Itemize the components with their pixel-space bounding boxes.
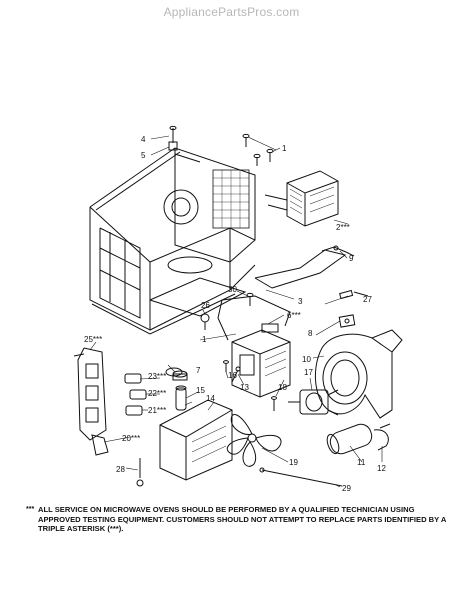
callout-22: 22*** xyxy=(148,389,166,398)
callout-16: 16 xyxy=(228,371,237,380)
callout-5: 5 xyxy=(141,151,146,160)
thermal-cutout xyxy=(165,367,183,377)
air-guide-3 xyxy=(254,249,347,289)
screw-4-5 xyxy=(168,125,178,151)
callout-30: 30 xyxy=(228,285,237,294)
callout-3: 3 xyxy=(298,297,303,306)
sensor-16 xyxy=(172,370,188,381)
door-lever-20 xyxy=(91,434,109,456)
callout-10: 10 xyxy=(302,355,311,364)
capacitor-clamp xyxy=(373,423,391,451)
callout-8: 8 xyxy=(308,329,313,338)
callout-23: 23*** xyxy=(148,372,166,381)
screw-18 xyxy=(271,396,277,411)
callout-4: 4 xyxy=(141,135,146,144)
magnetron xyxy=(231,323,291,398)
transformer xyxy=(264,170,339,227)
callout-11: 11 xyxy=(357,458,366,467)
callout-13: 13 xyxy=(240,383,249,392)
waveguide-bracket xyxy=(217,295,291,341)
interlock-switch-23 xyxy=(124,373,142,384)
oven-chassis xyxy=(89,147,256,335)
callout-2: 2*** xyxy=(336,223,350,232)
interlock-switch-22 xyxy=(129,389,147,400)
screw-16 xyxy=(223,360,229,372)
switch-assembly xyxy=(73,347,107,441)
callout-7: 7 xyxy=(196,366,201,375)
callout-21: 21*** xyxy=(148,406,166,415)
callout-17: 17 xyxy=(304,368,313,377)
screw-13 xyxy=(231,366,241,383)
callout-20: 20*** xyxy=(122,434,140,443)
screw-1 xyxy=(242,133,274,166)
callout-29: 29 xyxy=(342,484,351,493)
callout-27: 27 xyxy=(363,295,372,304)
service-note-text: ALL SERVICE ON MICROWAVE OVENS SHOULD BE… xyxy=(38,505,447,534)
callout-1b: 1 xyxy=(202,335,207,344)
callout-26: 26 xyxy=(201,301,210,310)
diode xyxy=(259,467,343,487)
hardware-9 xyxy=(321,245,355,257)
callout-19: 19 xyxy=(289,458,298,467)
bracket-8 xyxy=(338,314,356,328)
fuse-28 xyxy=(136,458,144,487)
callout-6: 6*** xyxy=(287,311,301,320)
fan-housing xyxy=(314,329,403,419)
capacitor xyxy=(326,423,373,455)
callout-28: 28 xyxy=(116,465,125,474)
base-plate xyxy=(159,399,233,481)
callout-14: 14 xyxy=(206,394,215,403)
watermark: AppliancePartsPros.com xyxy=(163,5,300,19)
service-note: *** ALL SERVICE ON MICROWAVE OVENS SHOUL… xyxy=(26,505,448,534)
screw-30 xyxy=(246,292,254,306)
callout-18: 18 xyxy=(278,383,287,392)
callout-15: 15 xyxy=(196,386,205,395)
fan-motor xyxy=(288,389,339,416)
callouts: 1 1 2*** 3 4 5 6*** 7 8 9 10 11 12 13 14… xyxy=(84,135,386,493)
triple-asterisk-marker: *** xyxy=(26,506,35,513)
bracket-26 xyxy=(200,313,210,330)
callout-9: 9 xyxy=(349,254,354,263)
hardware-27 xyxy=(339,289,369,300)
leader-lines xyxy=(89,135,383,488)
callout-25: 25*** xyxy=(84,335,102,344)
callout-1a: 1 xyxy=(282,144,287,153)
fuse-holder xyxy=(175,385,187,411)
callout-12: 12 xyxy=(377,464,386,473)
fan-blade xyxy=(226,414,282,467)
interlock-switch-21 xyxy=(125,405,143,416)
